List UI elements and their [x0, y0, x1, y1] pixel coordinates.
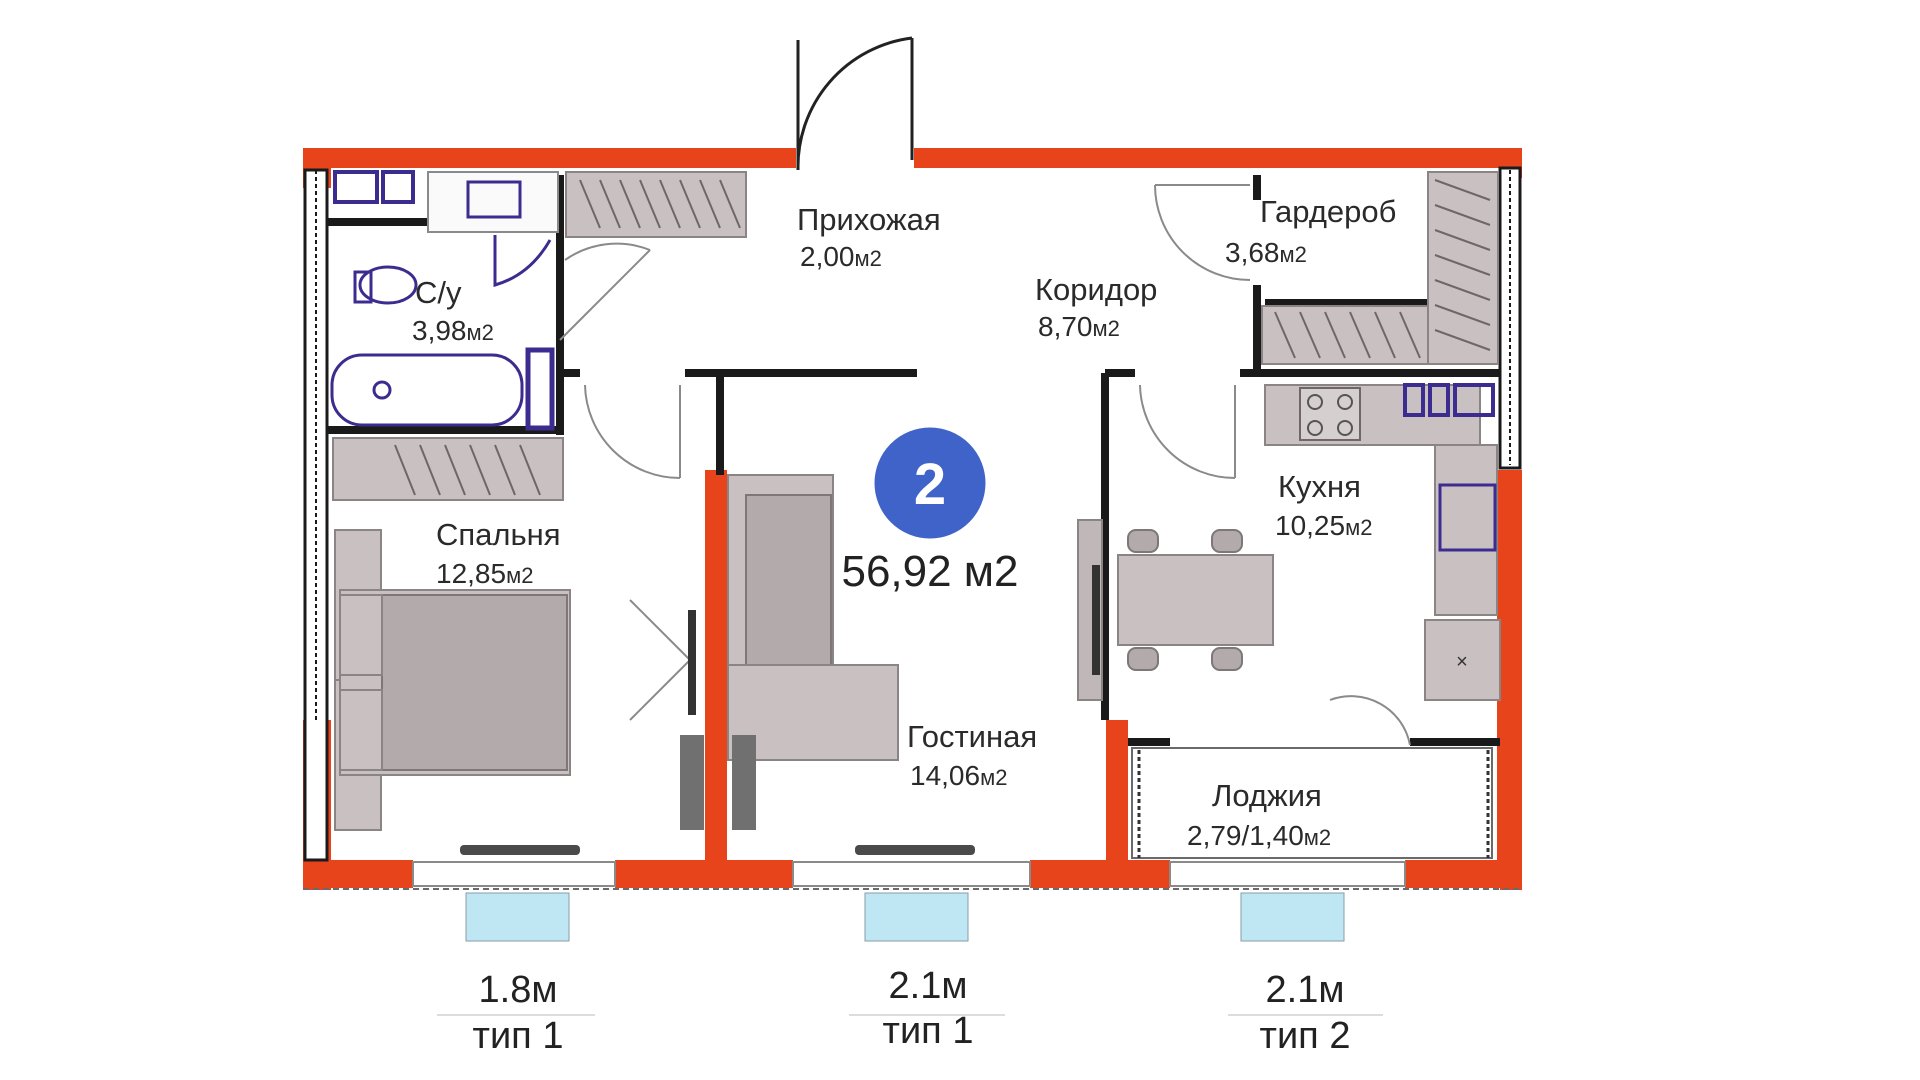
window-markers — [465, 892, 1345, 942]
room-area-kitchen: 10,25м2 — [1275, 510, 1372, 541]
room-name-loggia: Лоджия — [1212, 778, 1322, 813]
room-name-wardrobe: Гардероб — [1260, 194, 1396, 229]
window-box-2 — [864, 892, 969, 942]
badge-number: 2 — [914, 452, 946, 517]
room-name-bathroom: С/у — [415, 275, 462, 310]
outer-wall-hatching — [303, 166, 1522, 862]
window-size-3: 2.1м — [1266, 969, 1345, 1011]
outer-walls — [303, 148, 1522, 890]
window-box-3 — [1240, 892, 1345, 942]
room-name-hallway: Прихожая — [797, 202, 941, 237]
bedroom-furniture — [334, 529, 696, 855]
room-area-loggia: 2,79/1,40м2 — [1187, 820, 1331, 851]
room-area-corridor: 8,70м2 — [1038, 311, 1120, 342]
room-count-badge: 2 — [871, 424, 989, 542]
room-area-bedroom: 12,85м2 — [436, 558, 533, 589]
window-size-1: 1.8м — [479, 969, 558, 1011]
window-type-2: тип 1 — [883, 1010, 974, 1052]
loggia — [1131, 747, 1493, 859]
window-size-2: 2.1м — [889, 965, 968, 1007]
room-name-bedroom: Спальня — [436, 517, 561, 552]
room-name-kitchen: Кухня — [1278, 469, 1361, 504]
built-in-wardrobes — [332, 171, 1499, 501]
living-furniture — [680, 474, 1103, 855]
bathroom-fixtures — [330, 170, 559, 431]
room-area-wardrobe: 3,68м2 — [1225, 237, 1307, 268]
window-box-1 — [465, 892, 570, 942]
room-area-living: 14,06м2 — [910, 760, 1007, 791]
inner-walls — [328, 175, 1500, 746]
room-area-hallway: 2,00м2 — [800, 241, 882, 272]
window-type-1: тип 1 — [473, 1015, 564, 1057]
svg-text:×: × — [1456, 651, 1468, 673]
kitchen-furniture: × — [1117, 383, 1501, 701]
room-name-corridor: Коридор — [1035, 272, 1157, 307]
badge-circle — [871, 424, 989, 542]
total-area: 56,92 м2 — [841, 547, 1018, 596]
window-type-3: тип 2 — [1260, 1015, 1351, 1057]
room-name-living: Гостиная — [907, 719, 1037, 754]
window-openings — [412, 861, 1406, 887]
entrance-door — [796, 36, 914, 171]
room-doors — [559, 184, 1411, 746]
room-area-bathroom: 3,98м2 — [412, 315, 494, 346]
